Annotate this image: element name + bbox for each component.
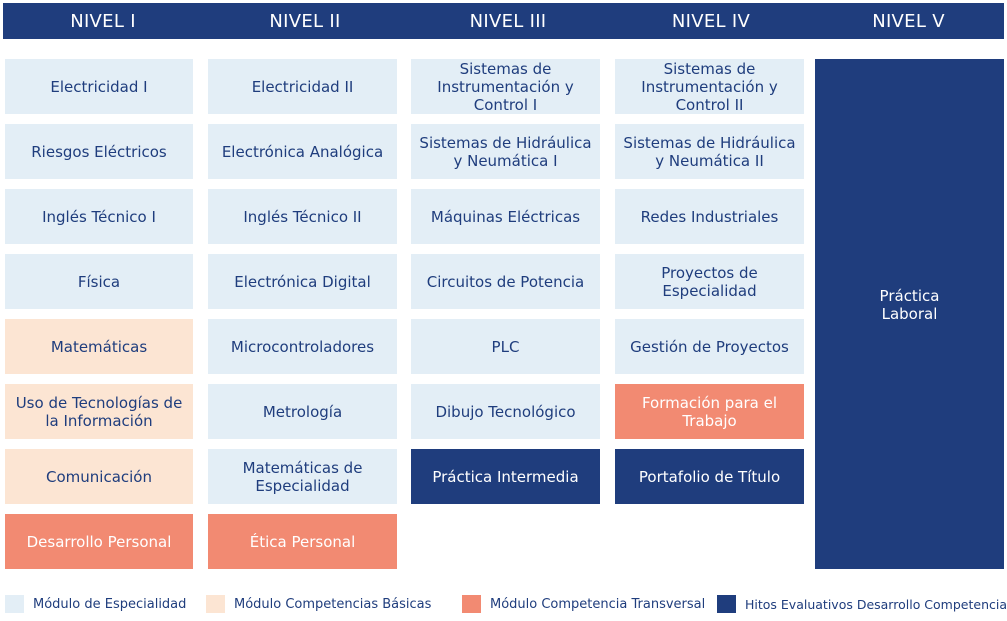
module-practica-intermedia: Práctica Intermedia (411, 449, 600, 504)
module-circuitos-potencia: Circuitos de Potencia (411, 254, 600, 309)
legend-basicas: Módulo Competencias Básicas (206, 594, 431, 614)
module-portafolio-titulo: Portafolio de Título (615, 449, 804, 504)
module-ingles-tecnico-1: Inglés Técnico I (5, 189, 193, 244)
module-electronica-digital: Electrónica Digital (208, 254, 397, 309)
legend-transversal: Módulo Competencia Transversal (462, 594, 705, 614)
module-matematicas-especialidad: Matemáticas de Especialidad (208, 449, 397, 504)
level-1-header: NIVEL I (70, 10, 136, 32)
module-hidraulica-neumatica-1: Sistemas de Hidráulica y Neumática I (411, 124, 600, 179)
module-instrumentacion-control-2: Sistemas de Instrumentación y Control II (615, 59, 804, 114)
module-metrologia: Metrología (208, 384, 397, 439)
module-plc: PLC (411, 319, 600, 374)
module-desarrollo-personal: Desarrollo Personal (5, 514, 193, 569)
module-matematicas: Matemáticas (5, 319, 193, 374)
level-4-header: NIVEL IV (671, 10, 751, 32)
module-hidraulica-neumatica-2: Sistemas de Hidráulica y Neumática II (615, 124, 804, 179)
legend-swatch-hitos (717, 595, 736, 613)
legend-label-transversal: Módulo Competencia Transversal (490, 596, 706, 612)
module-riesgos-electricos: Riesgos Eléctricos (5, 124, 193, 179)
module-practica-laboral: Práctica Laboral (815, 59, 1004, 569)
module-uso-tecnologias: Uso de Tecnologías de la Información (5, 384, 193, 439)
module-instrumentacion-control-1: Sistemas de Instrumentación y Control I (411, 59, 600, 114)
module-electricidad-2: Electricidad II (208, 59, 397, 114)
module-gestion-proyectos: Gestión de Proyectos (615, 319, 804, 374)
module-ingles-tecnico-2: Inglés Técnico II (208, 189, 397, 244)
legend-especialidad: Módulo de Especialidad (5, 594, 186, 614)
module-etica-personal: Ética Personal (208, 514, 397, 569)
module-formacion-trabajo: Formación para el Trabajo (615, 384, 804, 439)
legend-label-hitos: Hitos Evaluativos Desarrollo Competencia… (745, 596, 1007, 612)
level-5-header: NIVEL V (872, 10, 945, 32)
level-3-header: NIVEL III (469, 10, 547, 32)
module-electricidad-1: Electricidad I (5, 59, 193, 114)
module-electronica-analogica: Electrónica Analógica (208, 124, 397, 179)
level-header: NIVEL I NIVEL II NIVEL III NIVEL IV NIVE… (3, 3, 1004, 39)
practica-laboral-label: Práctica Laboral (879, 287, 940, 323)
legend-label-basicas: Módulo Competencias Básicas (234, 596, 432, 612)
legend-label-especialidad: Módulo de Especialidad (33, 596, 187, 612)
legend-swatch-transversal (462, 595, 481, 613)
module-comunicacion: Comunicación (5, 449, 193, 504)
legend-swatch-especialidad (5, 595, 24, 613)
legend-hitos: Hitos Evaluativos Desarrollo Competencia… (717, 594, 1007, 614)
level-2-header: NIVEL II (269, 10, 341, 32)
module-dibujo-tecnologico: Dibujo Tecnológico (411, 384, 600, 439)
module-fisica: Física (5, 254, 193, 309)
module-proyectos-especialidad: Proyectos de Especialidad (615, 254, 804, 309)
module-redes-industriales: Redes Industriales (615, 189, 804, 244)
module-microcontroladores: Microcontroladores (208, 319, 397, 374)
module-maquinas-electricas: Máquinas Eléctricas (411, 189, 600, 244)
legend-swatch-basicas (206, 595, 225, 613)
